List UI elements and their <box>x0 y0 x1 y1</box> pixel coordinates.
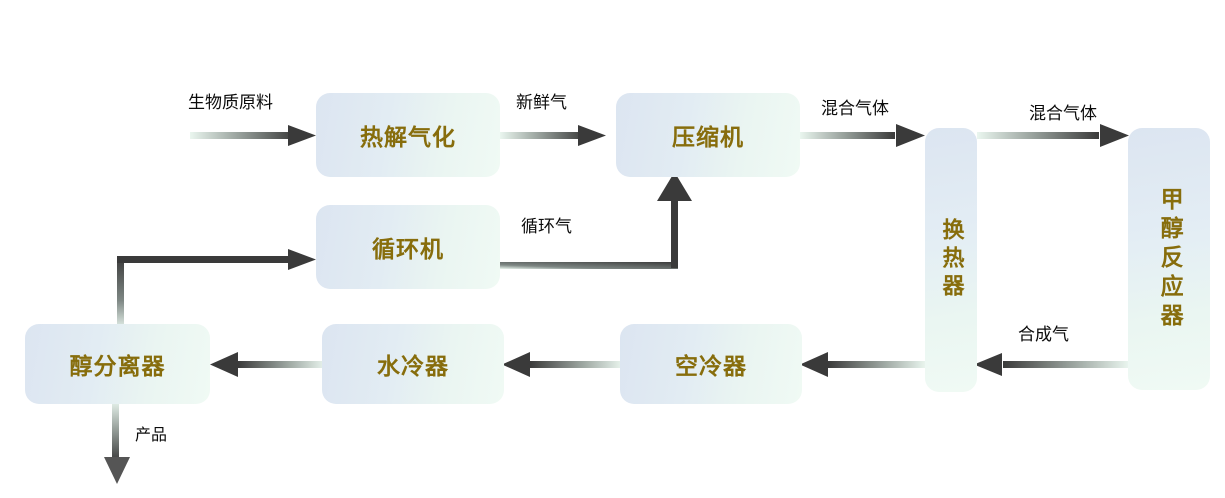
arrow-watercooler-to-separator <box>210 352 326 377</box>
node-methanol-reactor[interactable]: 甲醇反应器 <box>1128 128 1210 390</box>
node-methanol-reactor-label: 甲醇反应器 <box>1156 186 1183 332</box>
arrow-heatex-to-reactor <box>977 124 1129 147</box>
node-air-cooler-label: 空冷器 <box>675 354 747 380</box>
arrow-aircooler-to-watercooler <box>502 352 623 377</box>
arrow-feedstock-to-pyrolysis <box>190 125 316 146</box>
node-heat-exchanger[interactable]: 换热器 <box>925 128 977 392</box>
node-pyrolysis[interactable]: 热解气化 <box>316 93 500 177</box>
node-water-cooler-label: 水冷器 <box>377 354 449 380</box>
stream-label-feedstock: 生物质原料 <box>188 93 273 112</box>
arrow-reactor-to-heatex-syngas <box>974 353 1129 376</box>
stream-label-fresh-gas: 新鲜气 <box>516 93 567 112</box>
arrow-recycler-to-compressor <box>500 172 692 269</box>
arrow-separator-to-recycler <box>117 249 316 330</box>
node-compressor[interactable]: 压缩机 <box>616 93 800 177</box>
arrow-compressor-to-heatex <box>800 124 925 147</box>
node-recycler-label: 循环机 <box>372 237 444 263</box>
arrow-pyrolysis-to-compressor <box>500 125 606 146</box>
arrow-separator-product <box>104 400 130 484</box>
node-recycler[interactable]: 循环机 <box>316 205 500 289</box>
node-water-cooler[interactable]: 水冷器 <box>322 324 504 404</box>
stream-label-mixed-gas-2: 混合气体 <box>1029 104 1097 123</box>
node-alcohol-separator[interactable]: 醇分离器 <box>25 324 210 404</box>
stream-label-syngas: 合成气 <box>1018 325 1069 344</box>
node-compressor-label: 压缩机 <box>672 125 744 151</box>
stream-label-recycle-gas: 循环气 <box>521 217 572 236</box>
stream-label-product: 产品 <box>135 427 168 444</box>
node-pyrolysis-label: 热解气化 <box>360 125 456 151</box>
arrow-heatex-to-aircooler <box>800 352 926 377</box>
node-alcohol-separator-label: 醇分离器 <box>69 354 166 380</box>
node-air-cooler[interactable]: 空冷器 <box>620 324 802 404</box>
node-heat-exchanger-label: 换热器 <box>938 218 964 302</box>
stream-label-mixed-gas-1: 混合气体 <box>821 99 889 118</box>
